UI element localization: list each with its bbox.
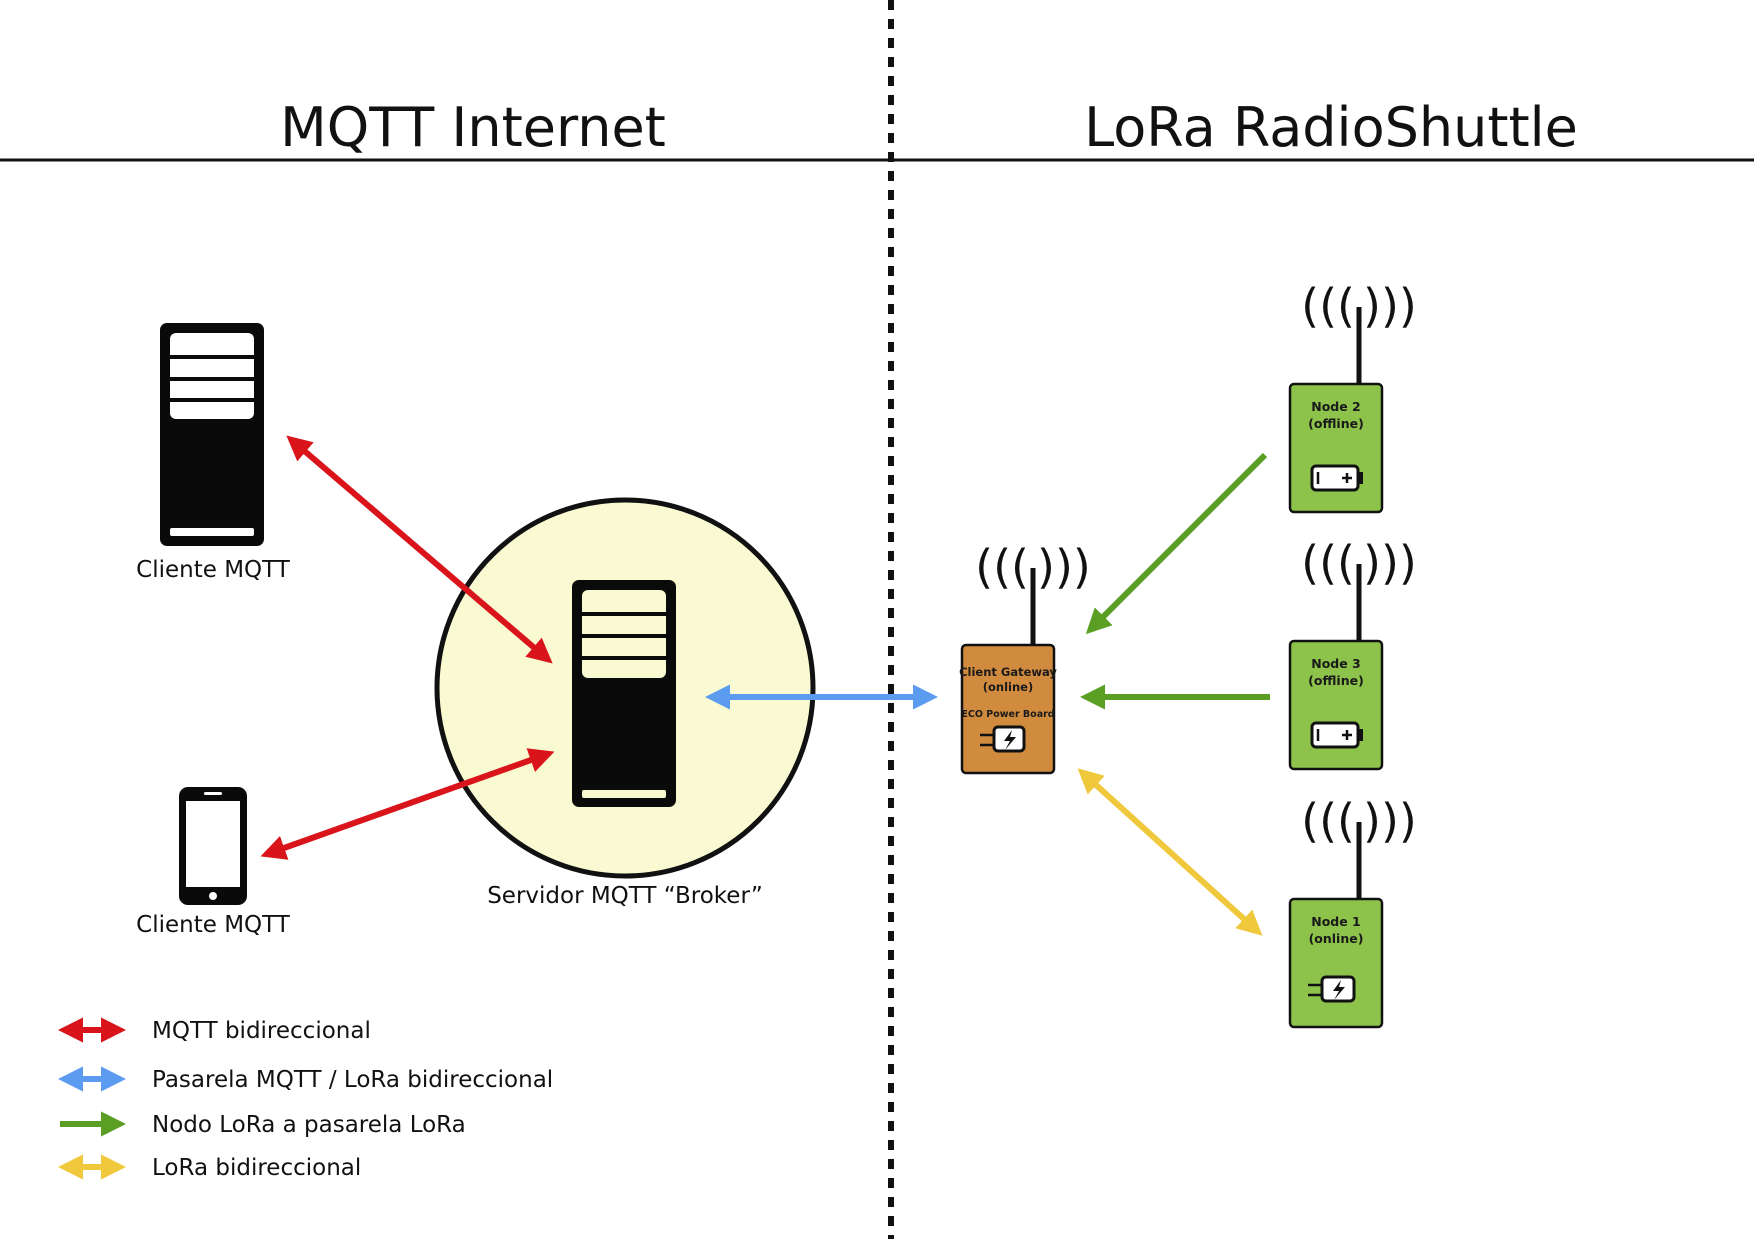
smartphone-icon xyxy=(179,787,247,905)
title-mqtt-internet: MQTT Internet xyxy=(280,96,666,159)
legend-item-node-to-gateway: Nodo LoRa a pasarela LoRa xyxy=(60,1111,466,1138)
gateway-device: ((( ))) Client Gateway (online) ECO Powe… xyxy=(959,540,1091,775)
radio-waves-left: ((( xyxy=(1301,279,1355,333)
power-plug-icon xyxy=(980,725,1026,753)
radio-waves-right: ))) xyxy=(1363,794,1417,848)
legend-label-node-to-gateway: Nodo LoRa a pasarela LoRa xyxy=(152,1112,466,1138)
battery-icon xyxy=(1310,464,1363,492)
arrow-mqtt-phone-broker xyxy=(260,748,555,860)
legend-label-lora-bidirectional: LoRa bidireccional xyxy=(152,1155,361,1181)
legend-label-mqtt: MQTT bidireccional xyxy=(152,1018,371,1044)
node-2-device: ((( ))) Node 2 (offline) xyxy=(1288,279,1417,514)
legend-item-mqtt: MQTT bidireccional xyxy=(57,1017,371,1044)
legend: MQTT bidireccional Pasarela MQTT / LoRa … xyxy=(57,1017,553,1181)
node-3-status: (offline) xyxy=(1308,673,1364,688)
client-server-label: Cliente MQTT xyxy=(136,557,291,583)
arrow-mqtt-server-broker xyxy=(286,435,553,664)
radio-waves-right: ))) xyxy=(1363,536,1417,590)
node-2-name: Node 2 xyxy=(1311,399,1361,414)
gateway-board: ECO Power Board xyxy=(961,709,1054,720)
client-phone-label: Cliente MQTT xyxy=(136,912,291,938)
gateway-status: (online) xyxy=(983,680,1033,694)
gateway-title: Client Gateway xyxy=(959,665,1057,679)
radio-waves-left: ((( xyxy=(1301,794,1355,848)
server-icon xyxy=(160,323,264,546)
node-3-name: Node 3 xyxy=(1311,656,1361,671)
broker-label: Servidor MQTT “Broker” xyxy=(487,883,763,909)
radio-waves-right: ))) xyxy=(1037,540,1091,594)
arrow-node2-gateway xyxy=(1085,452,1268,635)
title-lora-radioshuttle: LoRa RadioShuttle xyxy=(1084,96,1578,159)
legend-label-gateway-link: Pasarela MQTT / LoRa bidireccional xyxy=(152,1067,553,1093)
radio-waves-left: ((( xyxy=(1301,536,1355,590)
power-plug-icon xyxy=(1308,975,1356,1003)
broker-server-icon xyxy=(572,580,676,807)
node-1-status: (online) xyxy=(1309,931,1364,946)
radio-waves-left: ((( xyxy=(975,540,1029,594)
node-3-device: ((( ))) Node 3 (offline) xyxy=(1288,536,1417,771)
legend-item-gateway-link: Pasarela MQTT / LoRa bidireccional xyxy=(57,1066,553,1093)
arrow-gateway-node1 xyxy=(1077,768,1263,936)
node-1-device: ((( ))) Node 1 (online) xyxy=(1288,794,1417,1029)
radio-waves-right: ))) xyxy=(1363,279,1417,333)
legend-item-lora-bidirectional: LoRa bidireccional xyxy=(57,1154,361,1181)
battery-icon xyxy=(1310,721,1363,749)
node-2-status: (offline) xyxy=(1308,416,1364,431)
node-1-name: Node 1 xyxy=(1311,914,1361,929)
